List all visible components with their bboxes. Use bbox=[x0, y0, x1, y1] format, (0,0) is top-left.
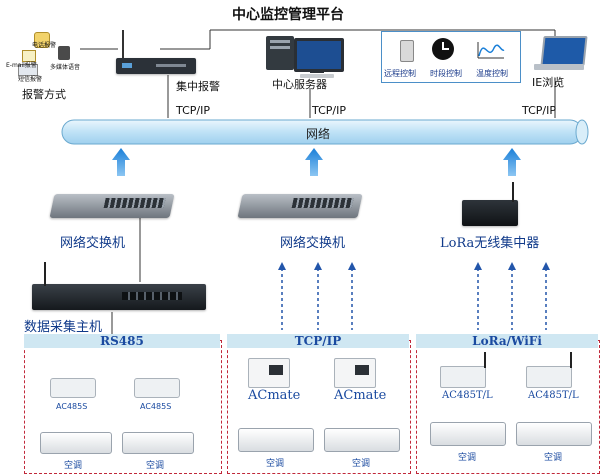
voice-alarm-label: 多媒体语音 bbox=[50, 64, 81, 71]
acmate-device bbox=[248, 358, 290, 388]
laptop-icon bbox=[540, 36, 588, 66]
phone-alarm-label: 电话报警 bbox=[32, 42, 57, 49]
ie-browse-label: IE浏览 bbox=[532, 76, 565, 89]
acmate-label: ACmate bbox=[334, 388, 387, 403]
lora-gateway-device bbox=[462, 200, 518, 226]
ac485s-device bbox=[50, 378, 96, 398]
switch-left bbox=[49, 194, 175, 218]
antenna-icon bbox=[122, 30, 124, 58]
controls-panel: 远程控制 时段控制 温度控制 bbox=[381, 31, 521, 83]
antenna-icon bbox=[512, 182, 514, 202]
ac-label: 空调 bbox=[458, 453, 477, 463]
central-alarm-label: 集中报警 bbox=[176, 80, 220, 93]
panel-lorawifi bbox=[416, 340, 600, 474]
section-rs485-header: RS485 bbox=[24, 334, 220, 348]
email-icon bbox=[22, 50, 36, 62]
section-tcpip-header: TCP/IP bbox=[227, 334, 409, 348]
ac-label: 空调 bbox=[266, 459, 285, 469]
speaker-icon bbox=[58, 46, 70, 60]
temperature-curve-icon bbox=[477, 42, 505, 59]
alarm-methods-group: 电话报警 E-mail报警 多媒体语音 短信报警 bbox=[4, 30, 82, 90]
remote-control-icon bbox=[400, 40, 414, 62]
air-conditioner-unit bbox=[122, 432, 194, 454]
monitor-icon bbox=[294, 38, 344, 72]
sms-alarm-label: 短信报警 bbox=[18, 76, 43, 83]
switch-center bbox=[237, 194, 363, 218]
air-conditioner-unit bbox=[40, 432, 112, 454]
ac485s-label: AC485S bbox=[140, 402, 172, 411]
ac485s-device bbox=[134, 378, 180, 398]
ac485tl-device bbox=[526, 366, 572, 388]
air-conditioner-unit bbox=[430, 422, 506, 446]
antenna-icon bbox=[570, 352, 572, 368]
antenna-icon bbox=[44, 262, 46, 286]
up-arrow-icon bbox=[503, 148, 521, 176]
ac-label: 空调 bbox=[352, 459, 371, 469]
lora-gateway-label: LoRa无线集中器 bbox=[440, 236, 540, 251]
remote-control-label: 远程控制 bbox=[384, 69, 416, 78]
ac485s-label: AC485S bbox=[56, 402, 88, 411]
section-lorawifi-header: LoRa/WiFi bbox=[416, 334, 598, 348]
ac-label: 空调 bbox=[544, 453, 563, 463]
tcpip-label-left: TCP/IP bbox=[176, 104, 210, 117]
alarm-methods-label: 报警方式 bbox=[22, 88, 66, 101]
acmate-device bbox=[334, 358, 376, 388]
network-label: 网络 bbox=[306, 127, 331, 141]
up-arrow-icon bbox=[305, 148, 323, 176]
data-host-device bbox=[32, 284, 206, 310]
server-label: 中心服务器 bbox=[272, 78, 327, 91]
tcpip-label-center: TCP/IP bbox=[312, 104, 346, 117]
up-arrow-icon bbox=[112, 148, 130, 176]
ac485tl-label: AC485T/L bbox=[528, 390, 579, 401]
clock-icon bbox=[432, 38, 454, 60]
server-tower-icon bbox=[266, 36, 294, 70]
air-conditioner-unit bbox=[516, 422, 592, 446]
sms-icon bbox=[18, 64, 38, 76]
switch-center-label: 网络交换机 bbox=[280, 236, 346, 251]
alarm-device bbox=[116, 58, 196, 74]
ac485tl-label: AC485T/L bbox=[442, 390, 493, 401]
ac-label: 空调 bbox=[64, 461, 83, 471]
antenna-icon bbox=[484, 352, 486, 368]
email-alarm-label: E-mail报警 bbox=[6, 62, 37, 69]
page-title: 中心监控管理平台 bbox=[232, 7, 344, 23]
switch-left-label: 网络交换机 bbox=[60, 236, 126, 251]
data-host-label: 数据采集主机 bbox=[24, 320, 103, 335]
ac-label: 空调 bbox=[146, 461, 165, 471]
ac485tl-device bbox=[440, 366, 486, 388]
tcpip-label-right: TCP/IP bbox=[522, 104, 556, 117]
timed-control-label: 时段控制 bbox=[430, 69, 462, 78]
temperature-control-label: 温度控制 bbox=[476, 69, 508, 78]
acmate-label: ACmate bbox=[248, 388, 301, 403]
phone-icon bbox=[34, 32, 50, 48]
keyboard-icon bbox=[300, 74, 334, 78]
air-conditioner-unit bbox=[238, 428, 314, 452]
air-conditioner-unit bbox=[324, 428, 400, 452]
